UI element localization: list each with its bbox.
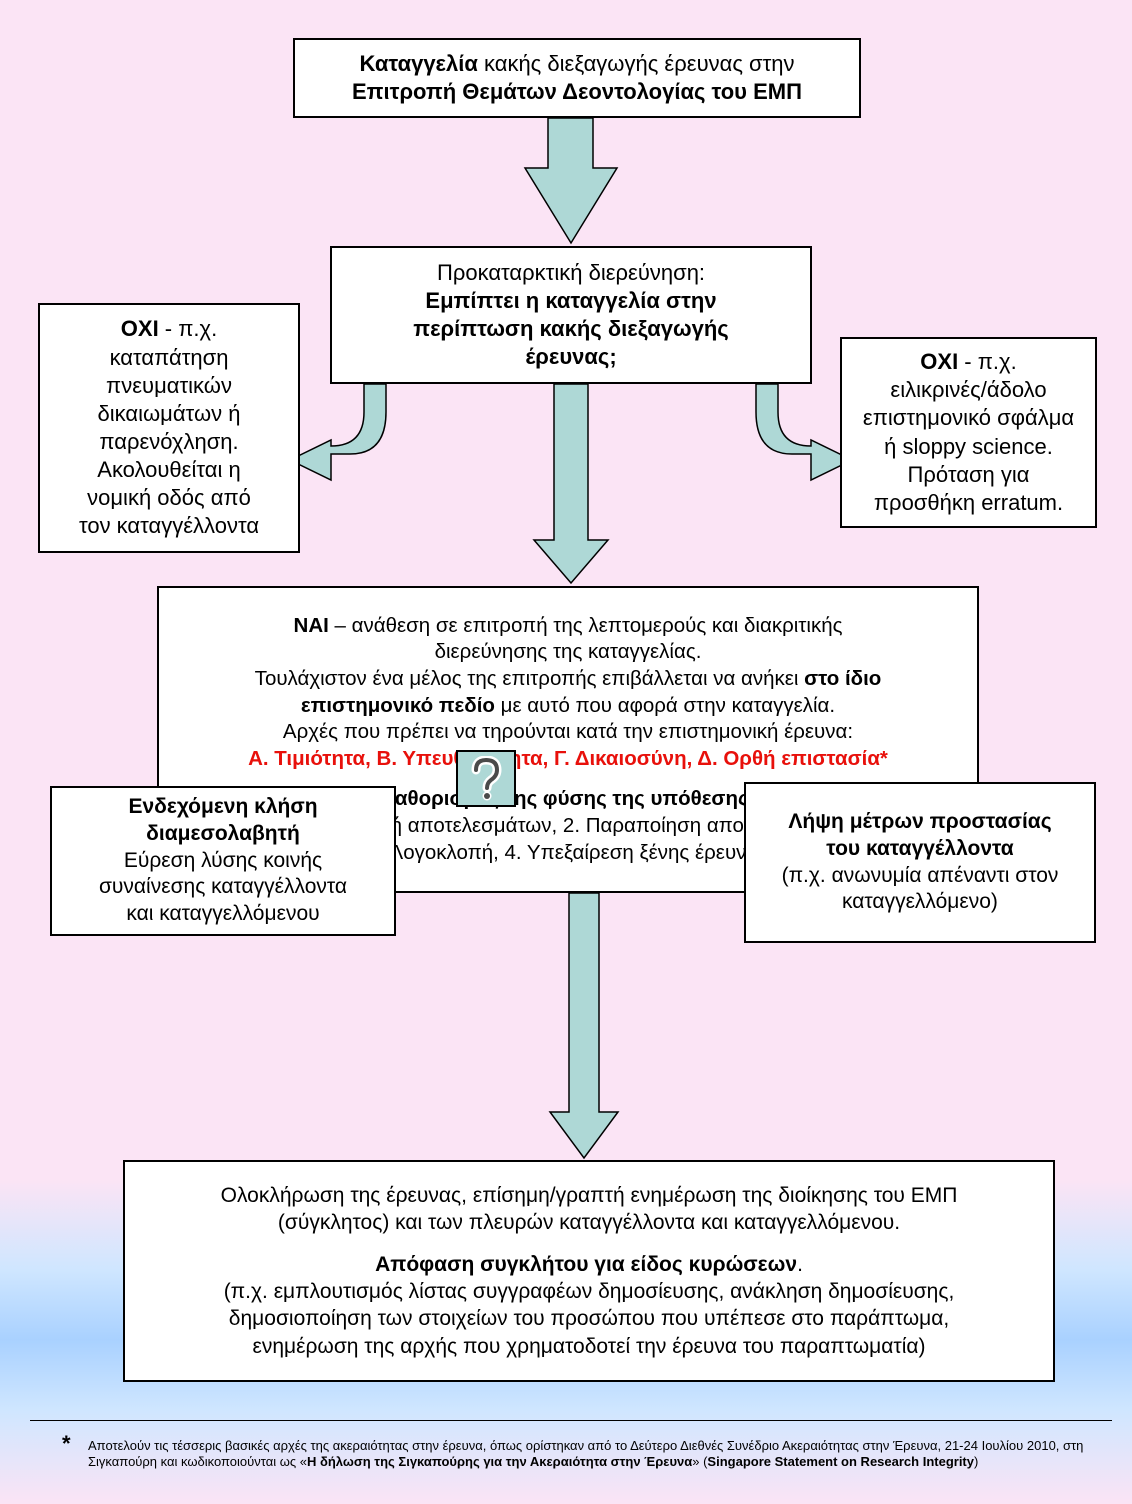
question-mark-icon [456,750,516,807]
preliminary-investigation-box: Προκαταρκτική διερεύνηση: Εμπίπτει η κατ… [330,246,812,384]
no-left-line: τον καταγγέλλοντα [78,513,260,539]
footnote-bold-2: Singapore Statement on Research Integrit… [707,1454,974,1470]
footnote-bold-1: Η δήλωση της Σιγκαπούρης για την Ακεραιό… [306,1454,693,1470]
no-left-label: ΟΧΙ [120,316,159,342]
footnote-star: * [62,1431,71,1456]
yes-text-5: Αρχές που πρέπει να τηρούνται κατά την ε… [282,720,854,744]
protection-line: καταγγελλόμενο) [842,890,998,914]
no-right-label: ΟΧΙ [920,349,959,375]
no-left-box: ΟΧΙ - π.χ. καταπάτηση πνευματικών δικαιω… [38,303,300,553]
arrow-down-2 [532,383,610,585]
prelim-label: Προκαταρκτική διερεύνηση: [436,259,706,285]
case-nature-title: Καθορισμός της φύσης της υπόθεσης: [380,787,756,811]
complaint-text: κακής διεξαγωγής έρευνας στην [477,50,795,76]
no-right-eg: - π.χ. [958,349,1017,375]
footnote-divider [30,1420,1112,1421]
committee-name: Επιτροπή Θεμάτων Δεοντολογίας του ΕΜΠ [352,79,802,104]
protection-box: Λήψη μέτρων προστασίας του καταγγέλλοντα… [744,782,1096,943]
arrow-down-1 [523,117,619,245]
no-right-box: ΟΧΙ - π.χ. ειλικρινές/άδολο επιστημονικό… [840,337,1097,528]
no-left-line: Ακολουθείται η [97,457,241,483]
sanction-example: (π.χ. εμπλουτισμός λίστας συγγραφέων δημ… [223,1280,955,1303]
no-right-line: ειλικρινές/άδολο [890,377,1047,403]
mediator-line: Εύρεση λύσης κοινής [123,848,323,872]
arrow-curve-right [755,383,854,482]
no-left-line: δικαιωμάτων ή [97,400,241,426]
no-left-line: πνευματικών [106,372,232,398]
no-left-line: καταπάτηση [109,344,229,370]
case-nature-line-1: 1. Κατασκευή αποτελεσμάτων, 2. Παραποίησ… [279,814,857,838]
senate-decision: Απόφαση συγκλήτου για είδος κυρώσεων [375,1252,798,1276]
footnote-text-2: » ( [692,1454,708,1470]
yes-label: ΝΑΙ [293,613,329,637]
yes-text-1: – ανάθεση σε επιτροπή της λεπτομερούς κα… [328,613,843,637]
yes-text-4: με αυτό που αφορά στην καταγγελία. [494,693,836,717]
mediator-title-2: διαμεσολαβητή [146,821,300,845]
prelim-question-line-2: περίπτωση κακής διεξαγωγής [413,316,729,341]
no-right-line: προσθήκη erratum. [873,489,1064,515]
no-left-line: παρενόχληση. [99,429,239,454]
final-line-1: Ολοκλήρωση της έρευνας, επίσημη/γραπτή ε… [220,1184,958,1208]
no-left-eg: - π.χ. [158,316,218,342]
mediator-box: Ενδεχόμενη κλήση διαμεσολαβητή Εύρεση λύ… [50,786,396,936]
research-principles: Α. Τιμιότητα, Β. Υπευθυνότητα, Γ. Δικαιο… [248,746,888,770]
complaint-box: Καταγγελία κακής διεξαγωγής έρευνας στην… [293,38,861,118]
no-right-line: Πρόταση για [907,461,1030,487]
mediator-line: και καταγγελλόμενου [126,902,320,926]
protection-title-1: Λήψη μέτρων προστασίας [788,809,1052,833]
prelim-question-line-3: έρευνας; [525,344,617,370]
footnote-text-1: Αποτελούν τις τέσσερις βασικές αρχές της… [88,1438,1084,1470]
yes-text-2: διερεύνησης της καταγγελίας. [434,640,702,664]
final-line-2: (σύγκλητος) και των πλευρών καταγγέλλοντ… [277,1211,901,1235]
footnote-text-3: ) [974,1454,979,1470]
yes-text-3-bold: στο ίδιο [804,666,882,690]
no-right-line: επιστημονικό σφάλμα [862,405,1075,431]
case-nature-line-2: 3. Λογοκλοπή, 4. Υπεξαίρεση ξένης έρευνα… [367,840,769,864]
sanction-example: ενημέρωση της αρχής που χρηματοδοτεί την… [252,1334,926,1358]
prelim-question-line-1: Εμπίπτει η καταγγελία στην [425,287,717,313]
mediator-title-1: Ενδεχόμενη κλήση [128,794,318,818]
protection-title-2: του καταγγέλλοντα [826,836,1014,860]
sanction-example: δημοσιοποίηση των στοιχείων του προσώπου… [228,1307,950,1331]
arrow-down-3 [548,892,620,1160]
yes-text-4-bold: επιστημονικό πεδίο [300,693,495,717]
mediator-line: συναίνεσης καταγγέλλοντα [98,875,348,899]
final-decision-box: Ολοκλήρωση της έρευνας, επίσημη/γραπτή ε… [123,1160,1055,1382]
footnote: * Αποτελούν τις τέσσερις βασικές αρχές τ… [62,1431,1112,1471]
yes-text-3: Τουλάχιστον ένα μέλος της επιτροπής επιβ… [254,666,805,690]
protection-line: (π.χ. ανωνυμία απέναντι στον [781,863,1059,887]
no-left-line: νομική οδός από [87,485,251,511]
senate-decision-dot: . [797,1252,803,1276]
arrow-curve-left [288,383,387,482]
no-right-line: ή sloppy science. [884,433,1053,459]
complaint-title: Καταγγελία [359,50,478,76]
